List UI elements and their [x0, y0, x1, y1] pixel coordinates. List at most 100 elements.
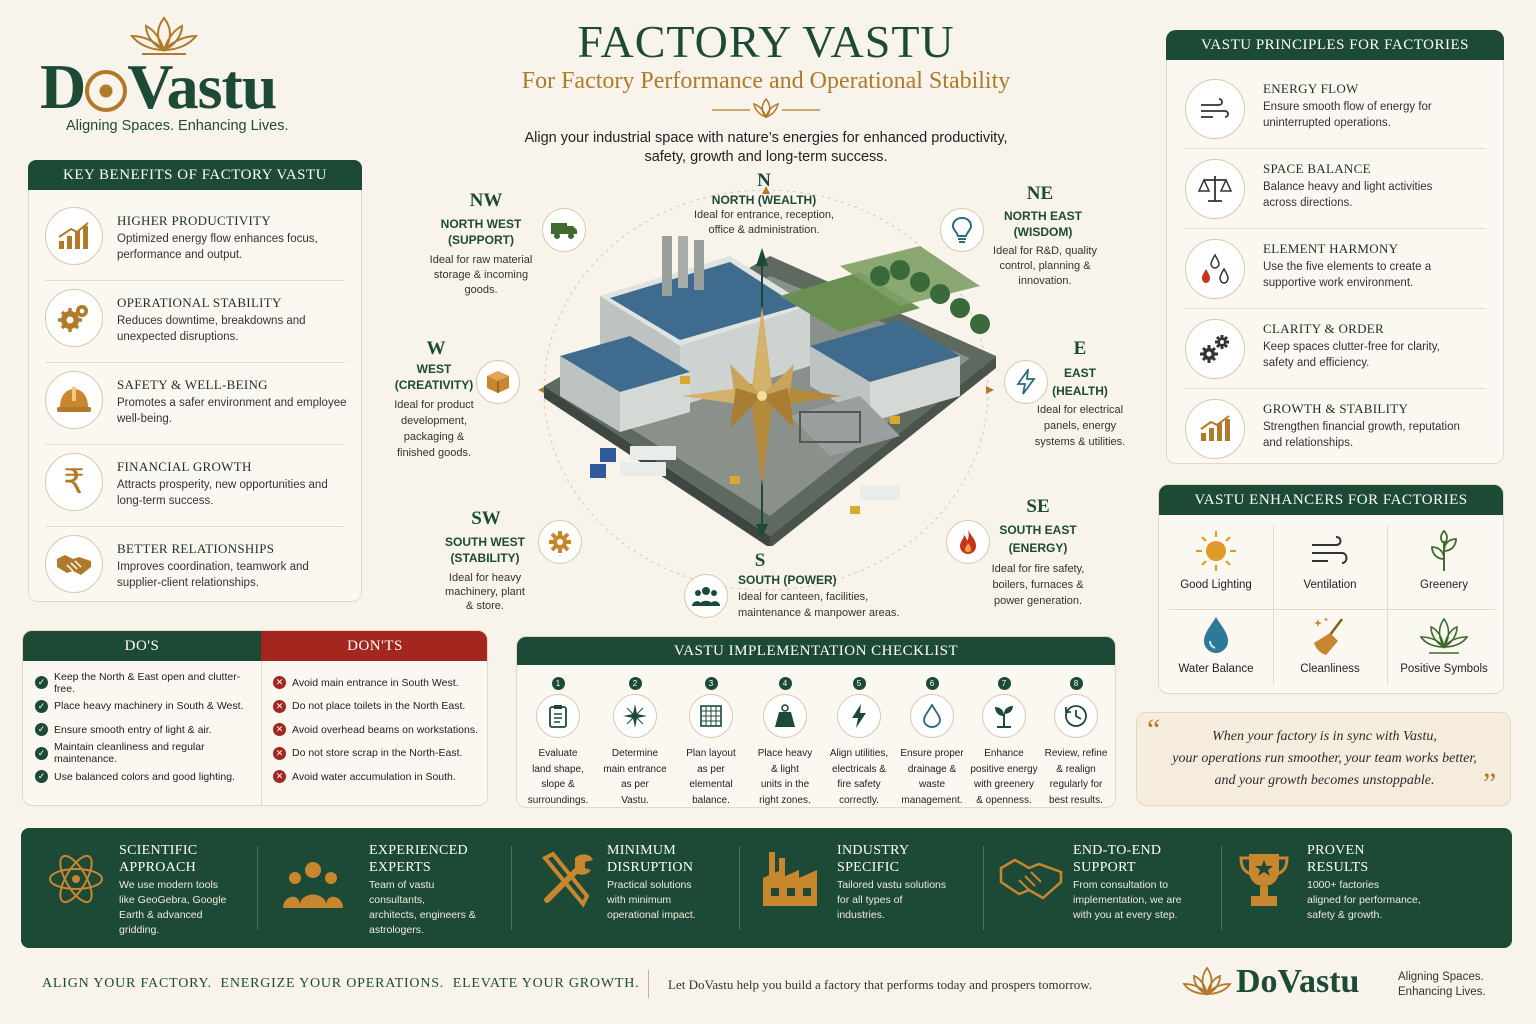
dir-n-abbr: N — [757, 170, 771, 191]
people-icon — [684, 574, 728, 618]
dir-n-desc-2: office & administration. — [708, 224, 820, 236]
dir-se-desc-1: Ideal for fire safety, — [991, 563, 1085, 575]
growth-chart-icon — [45, 207, 103, 265]
enhancer-item: Greenery — [1387, 529, 1501, 591]
enhancers-panel: VASTU ENHANCERS FOR FACTORIES Good Light… — [1158, 484, 1504, 694]
benefit-item: SAFETY & WELL-BEING Promotes a safer env… — [45, 363, 346, 445]
lotus-icon — [129, 16, 199, 55]
principle-item: ENERGY FLOW Ensure smooth flow of energy… — [1185, 69, 1485, 149]
water-drop-icon — [1204, 617, 1228, 653]
dir-w-desc-4: finished goods. — [397, 447, 471, 459]
dir-nw-desc-3: goods. — [464, 284, 498, 296]
factory-icon — [763, 852, 817, 906]
principle-item: GROWTH & STABILITY Strengthen financial … — [1185, 389, 1485, 469]
dir-w-abbr: W — [426, 338, 446, 359]
checklist-header: VASTU IMPLEMENTATION CHECKLIST — [517, 637, 1115, 665]
page-subtitle: For Factory Performance and Operational … — [521, 68, 1011, 94]
wind-icon — [1312, 536, 1348, 564]
benefit-item: OPERATIONAL STABILITY Reduces downtime, … — [45, 281, 345, 363]
dir-n-desc-1: Ideal for entrance, reception, — [693, 209, 835, 221]
clipboard-icon — [536, 694, 580, 738]
plant-icon — [1431, 529, 1457, 571]
dir-s-abbr: S — [754, 550, 766, 571]
enhancer-item: Ventilation — [1273, 529, 1387, 591]
lotus-icon — [1419, 617, 1469, 654]
dir-sw-name-1: SOUTH WEST — [445, 535, 525, 549]
review-icon — [1054, 694, 1098, 738]
dos-donts-panel: DO'S DON'TS ✓Keep the North & East open … — [22, 630, 488, 806]
lightning-icon — [1004, 360, 1048, 404]
list-item: ✓Use balanced colors and good lighting. — [35, 765, 261, 789]
list-item: ✓Maintain cleanliness and regular mainte… — [35, 741, 261, 765]
weight-icon — [763, 694, 807, 738]
dir-ne-desc-2: control, planning & — [999, 260, 1091, 272]
scales-icon — [1185, 159, 1245, 219]
dir-e-desc-1: Ideal for electrical — [1036, 404, 1124, 416]
dir-nw-name-1: NORTH WEST — [440, 217, 522, 231]
dir-nw-desc-2: storage & incoming — [433, 269, 529, 281]
dir-sw-desc-2: machinery, plant — [445, 586, 525, 598]
principle-item: ELEMENT HARMONY Use the five elements to… — [1185, 229, 1485, 309]
dir-e-desc-2: panels, energy — [1043, 420, 1117, 432]
dir-se-name-1: SOUTH EAST — [999, 523, 1077, 537]
dir-se-desc-3: power generation. — [993, 595, 1083, 607]
atom-icon — [49, 854, 103, 904]
handshake-icon — [45, 535, 103, 593]
quote-line-1: When your factory is in sync with Vastu, — [1212, 729, 1437, 744]
gears-icon — [1185, 319, 1245, 379]
close-quote-icon: ” — [1483, 767, 1497, 800]
dir-w-desc-3: packaging & — [403, 431, 465, 443]
dir-w-name-2: (CREATIVITY) — [394, 378, 474, 392]
team-icon — [283, 862, 343, 908]
dir-sw-name-2: (STABILITY) — [450, 551, 520, 565]
footer-lotus-icon — [1182, 966, 1232, 996]
tools-icon — [541, 851, 593, 908]
dir-w-name-1: WEST — [416, 362, 452, 376]
benefit-item: ₹ FINANCIAL GROWTH Attracts prosperity, … — [45, 445, 345, 527]
bulb-icon — [940, 208, 984, 252]
dir-nw-name-2: (SUPPORT) — [448, 233, 514, 247]
gears-icon — [45, 289, 103, 347]
gear-icon — [538, 520, 582, 564]
open-quote-icon: “ — [1147, 713, 1161, 746]
sprout-icon — [982, 694, 1026, 738]
enhancer-item: Cleanliness — [1273, 615, 1387, 675]
list-item: ✕Avoid main entrance in South West. — [273, 671, 485, 695]
dir-sw-desc-3: & store. — [466, 600, 504, 612]
dir-se-name-2: (ENERGY) — [1008, 541, 1068, 555]
broom-icon — [1314, 617, 1343, 655]
donts-list: ✕Avoid main entrance in South West. ✕Do … — [273, 671, 485, 789]
quote-line-3: and your growth becomes unstoppable. — [1214, 773, 1435, 788]
dir-ne-desc-3: innovation. — [1018, 275, 1072, 287]
dir-nw-desc-1: Ideal for raw material — [429, 254, 533, 266]
dir-nw-abbr: NW — [469, 190, 503, 211]
rupee-icon: ₹ — [45, 453, 103, 511]
list-item: ✕Do not store scrap in the North-East. — [273, 742, 485, 766]
list-item: ✕Do not place toilets in the North East. — [273, 695, 485, 719]
hard-hat-icon — [45, 371, 103, 429]
wind-icon — [1185, 79, 1245, 139]
enhancer-item: Water Balance — [1159, 615, 1273, 675]
sun-icon — [1196, 531, 1236, 571]
footer-tagline-1: Aligning Spaces. — [1398, 971, 1484, 983]
donts-header: DON'TS — [261, 631, 487, 661]
dir-ne-abbr: NE — [1026, 183, 1054, 204]
footer-tagline-2: Enhancing Lives. — [1398, 986, 1486, 998]
benefit-item: HIGHER PRODUCTIVITY Optimized energy flo… — [45, 199, 345, 281]
checklist-panel: VASTU IMPLEMENTATION CHECKLIST 1 Evaluat… — [516, 636, 1116, 808]
footer-slogan: ALIGN YOUR FACTORY. ENERGIZE YOUR OPERAT… — [42, 976, 640, 991]
dir-ne-name-1: NORTH EAST — [1004, 209, 1082, 223]
grid-icon — [689, 694, 733, 738]
dir-ne-name-2: (WISDOM) — [1013, 225, 1073, 239]
page-title: FACTORY VASTU — [577, 16, 955, 67]
